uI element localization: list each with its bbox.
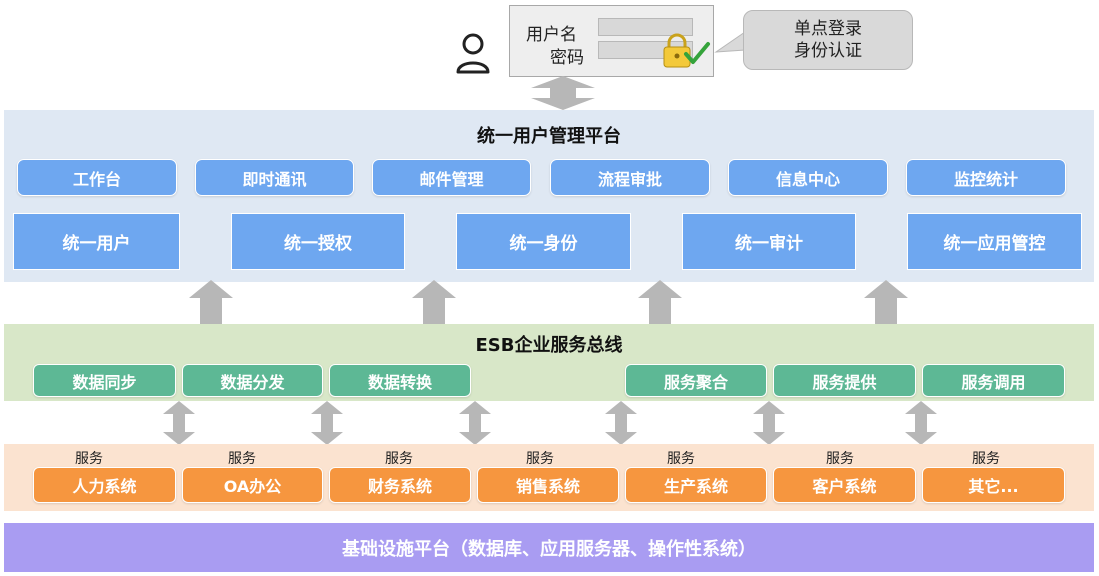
unified-identity[interactable]: 统一身份 — [456, 213, 631, 270]
up-arrow-2 — [412, 280, 456, 326]
sso-line2: 身份认证 — [794, 41, 862, 61]
module-monitoring[interactable]: 监控统计 — [906, 159, 1066, 196]
service-label-6: 服务 — [826, 451, 854, 467]
module-workflow[interactable]: 流程审批 — [550, 159, 710, 196]
lock-check-icon — [663, 33, 710, 68]
double-arrow-4 — [605, 401, 637, 445]
sso-bubble: 单点登录 身份认证 — [743, 10, 913, 70]
service-label-7: 服务 — [972, 451, 1000, 467]
sso-line1: 单点登录 — [794, 19, 862, 39]
up-arrow-1 — [189, 280, 233, 326]
esb-data-sync[interactable]: 数据同步 — [33, 364, 176, 397]
user-platform-title: 统一用户管理平台 — [477, 126, 621, 147]
system-sales[interactable]: 销售系统 — [477, 467, 619, 503]
system-other[interactable]: 其它... — [922, 467, 1065, 503]
module-instant-messaging[interactable]: 即时通讯 — [195, 159, 354, 196]
up-arrow-3 — [638, 280, 682, 326]
unified-authorization[interactable]: 统一授权 — [231, 213, 405, 270]
module-mail[interactable]: 邮件管理 — [372, 159, 531, 196]
infrastructure-band: 基础设施平台（数据库、应用服务器、操作性系统） — [4, 523, 1094, 572]
esb-data-distribution[interactable]: 数据分发 — [182, 364, 323, 397]
unified-app-control[interactable]: 统一应用管控 — [907, 213, 1082, 270]
double-arrow-2 — [311, 401, 343, 445]
login-form: 用户名 密码 — [509, 5, 714, 77]
up-arrow-4 — [864, 280, 908, 326]
service-label-1: 服务 — [75, 451, 103, 467]
user-icon — [456, 33, 490, 74]
login-arrow — [531, 76, 595, 110]
system-customer[interactable]: 客户系统 — [773, 467, 916, 503]
service-label-2: 服务 — [228, 451, 256, 467]
module-info-center[interactable]: 信息中心 — [728, 159, 888, 196]
unified-user[interactable]: 统一用户 — [13, 213, 180, 270]
password-label: 密码 — [550, 48, 584, 68]
service-label-5: 服务 — [667, 451, 695, 467]
double-arrow-3 — [459, 401, 491, 445]
system-finance[interactable]: 财务系统 — [329, 467, 471, 503]
double-arrow-1 — [163, 401, 195, 445]
module-workbench[interactable]: 工作台 — [17, 159, 177, 196]
username-field[interactable] — [598, 18, 693, 36]
service-label-4: 服务 — [526, 451, 554, 467]
esb-service-provision[interactable]: 服务提供 — [773, 364, 916, 397]
unified-audit[interactable]: 统一审计 — [682, 213, 856, 270]
system-hr[interactable]: 人力系统 — [33, 467, 176, 503]
service-label-3: 服务 — [385, 451, 413, 467]
esb-title: ESB企业服务总线 — [475, 335, 623, 356]
esb-service-invocation[interactable]: 服务调用 — [922, 364, 1065, 397]
double-arrow-6 — [905, 401, 937, 445]
username-label: 用户名 — [526, 25, 577, 45]
double-arrow-5 — [753, 401, 785, 445]
esb-service-aggregation[interactable]: 服务聚合 — [625, 364, 767, 397]
system-oa[interactable]: OA办公 — [182, 467, 323, 503]
bubble-tail — [714, 31, 746, 53]
system-production[interactable]: 生产系统 — [625, 467, 767, 503]
esb-data-conversion[interactable]: 数据转换 — [329, 364, 471, 397]
